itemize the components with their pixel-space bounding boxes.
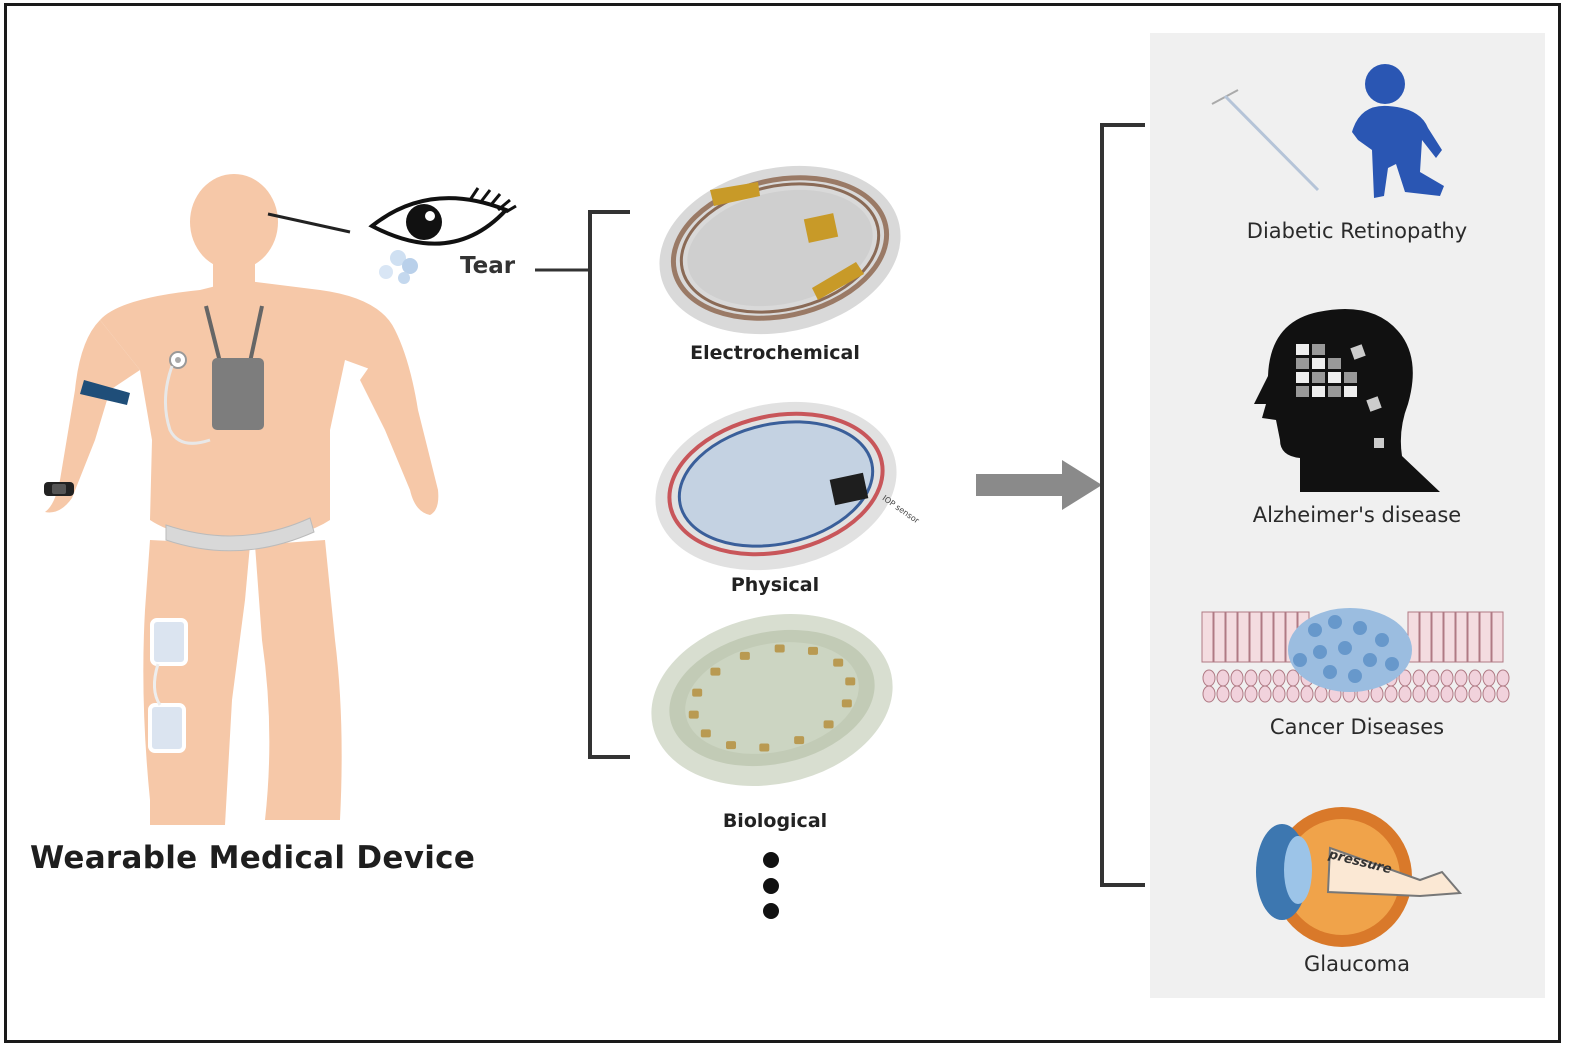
figure-frame	[4, 3, 1561, 1043]
glaucoma-label: Glaucoma	[1303, 952, 1410, 976]
disease-bracket	[1100, 123, 1145, 887]
head	[190, 174, 278, 270]
diagram-title: Wearable Medical Device	[30, 840, 476, 876]
glaucoma-eye-icon: pressure	[1256, 807, 1463, 947]
cancer-cells-icon	[1201, 608, 1510, 703]
arm-band	[80, 380, 130, 405]
biological-label: Biological	[722, 810, 828, 832]
right-leg	[255, 540, 342, 820]
diabetic-retinopathy-icon	[1211, 64, 1444, 198]
electrochemical-lens	[659, 165, 901, 335]
alzheimers-head-icon	[1254, 309, 1440, 492]
tear-label: Tear	[460, 253, 516, 279]
sensor-bracket	[588, 210, 630, 759]
alzheimers-label: Alzheimer's disease	[1252, 503, 1462, 527]
cancer-diseases-label: Cancer Diseases	[1269, 715, 1445, 739]
leg-patch-upper	[150, 618, 188, 666]
more-items-dots-icon	[763, 852, 779, 919]
right-arm	[360, 330, 439, 515]
physical-lens	[655, 401, 897, 571]
leg-patch-lower	[148, 703, 186, 753]
eye-icon	[368, 187, 517, 246]
patch-cable	[163, 365, 211, 445]
physical-label: Physical	[730, 574, 820, 596]
diabetic-retinopathy-label: Diabetic Retinopathy	[1246, 219, 1468, 243]
head-to-eye-line	[267, 212, 351, 234]
biological-lens	[651, 614, 893, 786]
iop-sensor-label: IOP sensor	[881, 494, 922, 526]
left-arm	[45, 320, 140, 513]
human-body-illustration	[44, 174, 439, 825]
right-arrow-icon	[976, 460, 1102, 510]
tear-drops-icon	[379, 250, 418, 284]
necklace-cord	[204, 305, 264, 363]
chest-device	[212, 358, 264, 430]
electrochemical-label: Electrochemical	[690, 342, 860, 364]
left-leg	[143, 540, 250, 825]
belt	[165, 517, 315, 552]
